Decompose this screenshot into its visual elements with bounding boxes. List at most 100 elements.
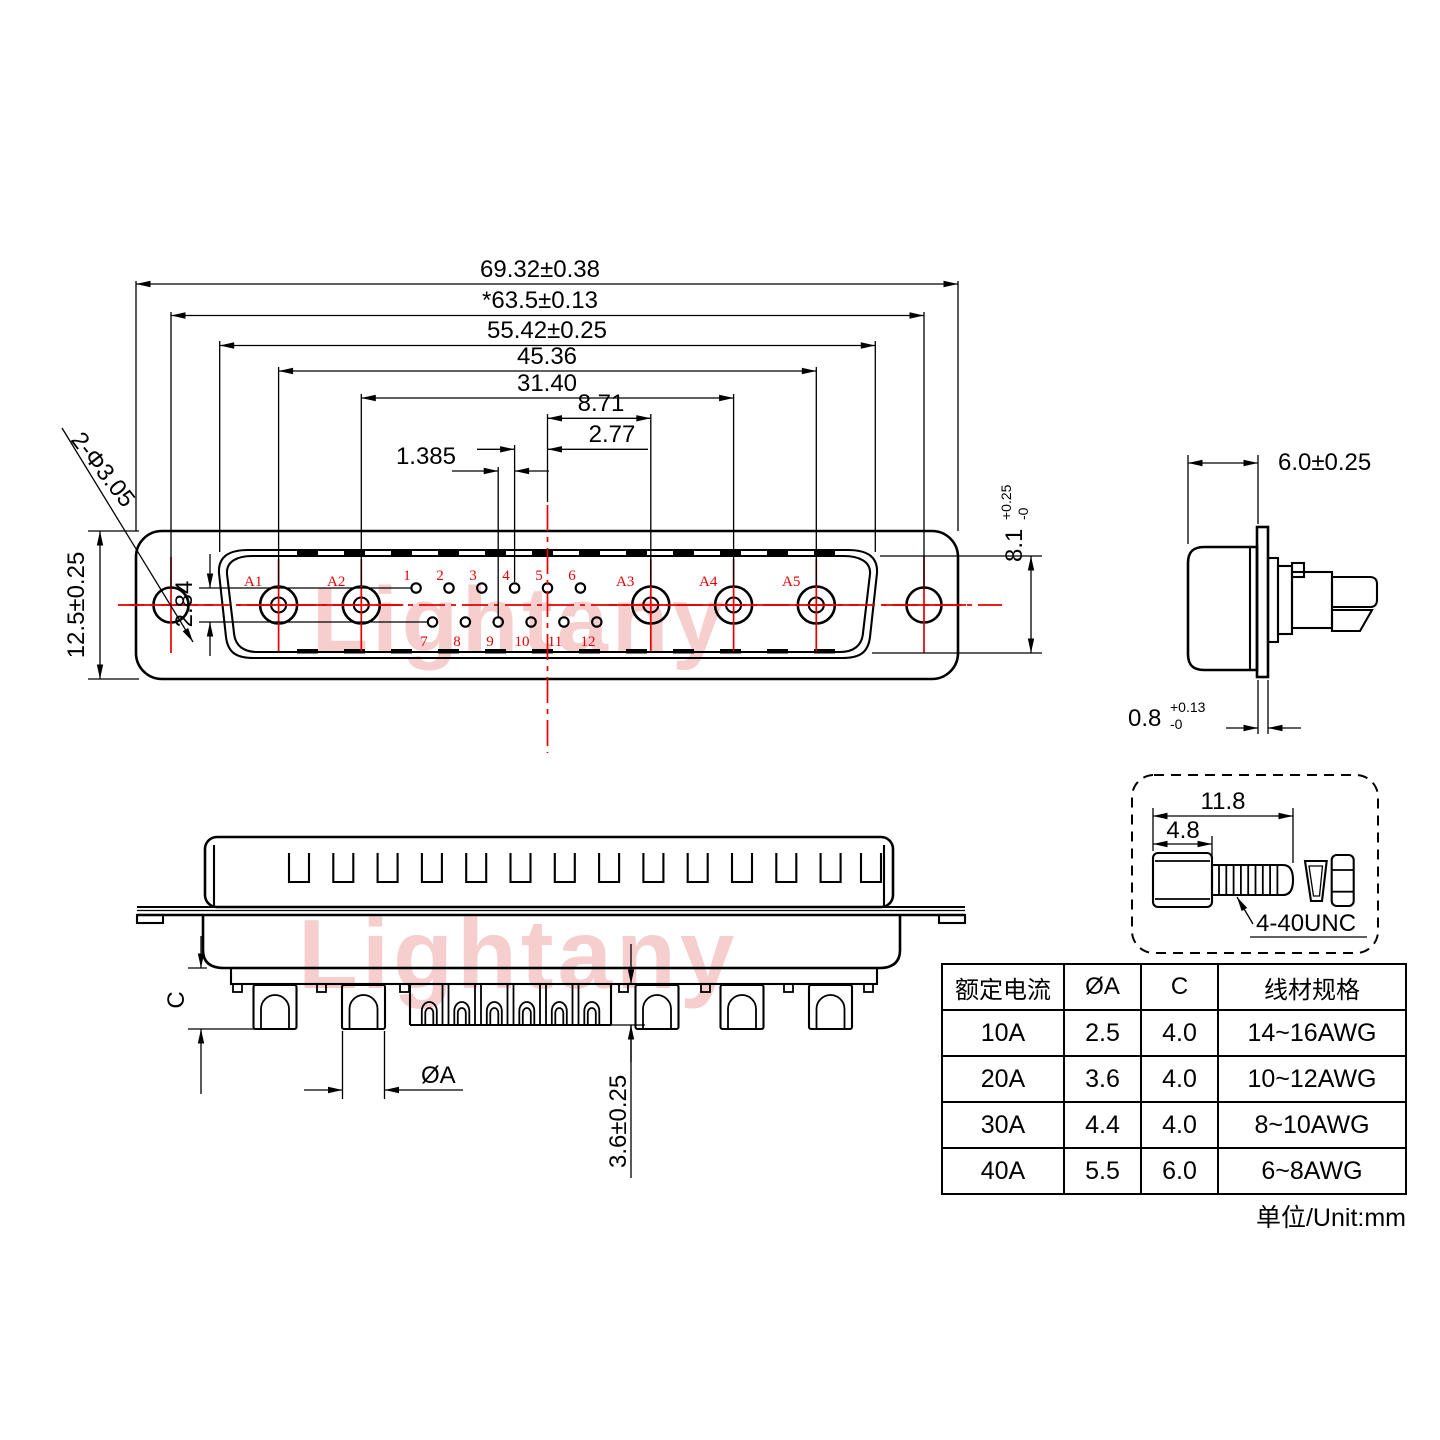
dim-overall-height: 12.5±0.25 [63, 552, 90, 659]
side-rear-contacts [1266, 556, 1379, 644]
section-extension-lines [188, 967, 645, 1099]
svg-text:-0: -0 [1170, 716, 1183, 732]
cell: 5.5 [1063, 1147, 1142, 1195]
cell: 10A [941, 1009, 1065, 1057]
col-wire-gauge: 线材规格 [1217, 963, 1407, 1011]
dim-flange-group: 0.8 +0.13 -0 [1128, 699, 1206, 732]
dim-row-gap: 2.84 [171, 581, 198, 628]
label-thread: 4-40UNC [1256, 910, 1356, 937]
side-body [1186, 545, 1259, 672]
dim-shell-width: 55.42±0.25 [487, 317, 607, 344]
spec-table-header-row: 额定电流 ØA C 线材规格 [941, 963, 1407, 1011]
svg-text:4: 4 [502, 568, 510, 584]
front-view: A1 A2 A3 A4 A5 1 2 3 4 5 6 7 8 9 10 11 1… [61, 256, 1042, 753]
pin-numbers-top: 1 2 3 4 5 6 [403, 568, 576, 584]
dim-mount-hole: 2-Φ3.05 [65, 427, 140, 512]
dim-center-a3: 8.71 [578, 390, 625, 417]
cell: 40A [941, 1147, 1065, 1195]
dim-shell-height-group: 8.1 +0.25 -0 [998, 484, 1031, 562]
section-view: C ØA 3.6±0.25 [135, 835, 967, 1178]
screw-wedge [1303, 859, 1328, 903]
svg-text:11: 11 [548, 634, 562, 650]
cell: 6.0 [1140, 1147, 1219, 1195]
label-phi-a: ØA [421, 1062, 456, 1089]
svg-text:1: 1 [403, 568, 411, 584]
cell: 4.0 [1140, 1101, 1219, 1149]
dim-pin-pitch: 2.77 [589, 421, 636, 448]
table-row: 30A 4.4 4.0 8~10AWG [941, 1101, 1407, 1149]
pin-numbers-bottom: 7 8 9 10 11 12 [420, 634, 595, 650]
label-c: C [163, 991, 190, 1008]
pin-label-a4: A4 [699, 574, 718, 590]
section-flange [135, 905, 967, 925]
cell: 3.6 [1063, 1055, 1142, 1103]
svg-text:-0: -0 [1015, 507, 1031, 520]
cell: 8~10AWG [1217, 1101, 1407, 1149]
front-shell-outer [217, 548, 879, 660]
section-dimension-lines [197, 936, 635, 1178]
front-shell-inner [225, 554, 872, 654]
cell: 30A [941, 1101, 1065, 1149]
cell: 4.0 [1140, 1009, 1219, 1057]
col-rated-current: 额定电流 [941, 963, 1065, 1011]
pin-label-a1: A1 [244, 574, 262, 590]
col-c: C [1140, 963, 1219, 1011]
table-row: 20A 3.6 4.0 10~12AWG [941, 1055, 1407, 1103]
cell: 2.5 [1063, 1009, 1142, 1057]
svg-text:10: 10 [515, 634, 530, 650]
section-pegs [232, 983, 874, 993]
screw-shaft [1210, 863, 1295, 897]
screw-head [1151, 851, 1214, 909]
cell: 14~16AWG [1217, 1009, 1407, 1057]
dim-a2-a4: 31.40 [517, 370, 577, 397]
screw-dimension-lines [1153, 812, 1367, 938]
svg-text:8.1: 8.1 [1001, 529, 1028, 562]
side-view: 6.0±0.25 0.8 +0.13 -0 [1128, 449, 1379, 734]
section-slots [287, 851, 883, 884]
dim-depth: 6.0±0.25 [1278, 449, 1371, 476]
front-extension-lines [88, 281, 1042, 680]
side-extension-lines [1187, 455, 1269, 734]
dim-overall-width: 69.32±0.38 [480, 256, 600, 283]
svg-text:9: 9 [486, 634, 494, 650]
small-pins [410, 582, 603, 628]
table-row: 10A 2.5 4.0 14~16AWG [941, 1009, 1407, 1057]
dim-screw-total: 11.8 [1201, 788, 1246, 815]
svg-text:3: 3 [469, 568, 477, 584]
unit-note: 单位/Unit:mm [1255, 1204, 1406, 1232]
cell: 4.0 [1140, 1055, 1219, 1103]
dim-screw-head: 4.8 [1166, 817, 1199, 844]
cell: 4.4 [1063, 1101, 1142, 1149]
svg-text:7: 7 [420, 634, 428, 650]
svg-text:+0.13: +0.13 [1170, 699, 1206, 715]
dim-mount-span: *63.5±0.13 [482, 287, 598, 314]
svg-text:6: 6 [568, 568, 576, 584]
svg-text:+0.25: +0.25 [998, 484, 1014, 520]
side-dimension-lines [1188, 459, 1301, 732]
front-dimension-lines [61, 280, 1035, 679]
svg-text:5: 5 [535, 568, 543, 584]
svg-text:0.8: 0.8 [1128, 705, 1161, 732]
col-phi-a: ØA [1063, 963, 1142, 1011]
side-flange [1255, 525, 1270, 679]
dim-row-offset: 1.385 [396, 443, 456, 470]
section-insulator [229, 966, 879, 986]
dim-tail-length: 3.6±0.25 [605, 1075, 632, 1168]
cell: 10~12AWG [1217, 1055, 1407, 1103]
dim-a1-a5: 45.36 [517, 343, 577, 370]
pin-label-a5: A5 [782, 574, 800, 590]
table-row: 40A 5.5 6.0 6~8AWG [941, 1147, 1407, 1195]
pin-label-a2: A2 [327, 574, 345, 590]
svg-text:12: 12 [581, 634, 596, 650]
svg-text:8: 8 [453, 634, 461, 650]
spec-table: 额定电流 ØA C 线材规格 10A 2.5 4.0 14~16AWG 20A … [941, 963, 1407, 1195]
screw-detail: 11.8 4.8 4-40UNC [1131, 774, 1379, 954]
front-shell-dashes [297, 551, 835, 654]
screw-nut-end [1330, 853, 1355, 908]
section-body [201, 915, 902, 970]
pin-label-a3: A3 [616, 574, 634, 590]
cell: 20A [941, 1055, 1065, 1103]
section-small-cups [408, 983, 613, 1027]
